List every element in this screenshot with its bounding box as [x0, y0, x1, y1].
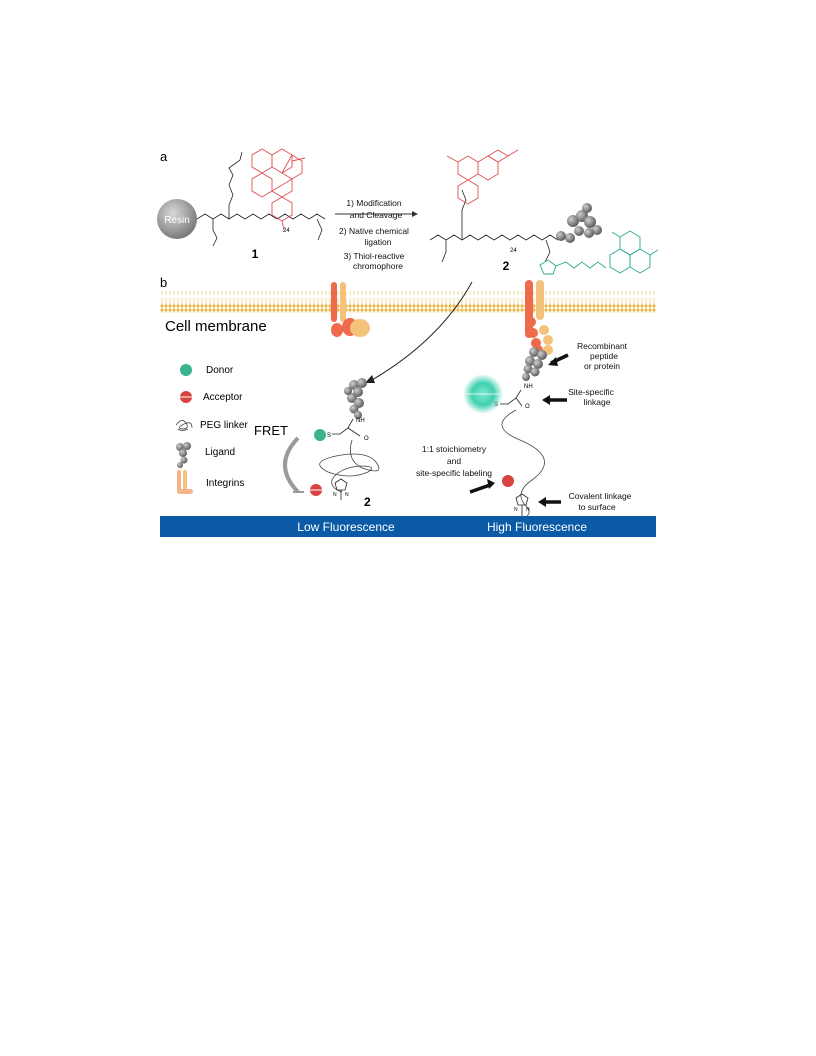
fret-arc — [283, 436, 300, 494]
cell-membrane-bilayer — [160, 291, 656, 313]
integrin-legend-icon — [177, 470, 193, 494]
legend: Donor Acceptor PEG linker Ligand Integri… — [175, 364, 248, 494]
reaction-arrowhead — [412, 211, 418, 217]
annotation-covalent: Covalent linkage — [569, 491, 632, 501]
rhodamine-dye-2 — [446, 149, 519, 205]
compound-1-structure — [196, 151, 326, 247]
transfer-arrowhead — [365, 375, 375, 383]
step-text: 3) Thiol-reactive — [344, 251, 405, 261]
svg-text:N: N — [526, 507, 530, 513]
svg-text:N: N — [345, 492, 349, 498]
fret-label: FRET — [254, 423, 288, 438]
panel-a-label: a — [160, 149, 168, 164]
cell-membrane-label: Cell membrane — [165, 318, 267, 335]
resin-bead — [157, 199, 197, 239]
reaction-steps: 1) Modification and Cleavage 2) Native c… — [339, 198, 409, 271]
annotation-stoichiometry: site-specific labeling — [416, 468, 492, 478]
svg-text:O: O — [525, 404, 530, 410]
low-fluorescence-label: Low Fluorescence — [297, 520, 395, 534]
triazole-high — [515, 493, 529, 516]
ligand-high — [522, 347, 547, 381]
o-label: O — [364, 436, 369, 442]
annotation-recombinant: peptide — [590, 351, 618, 361]
annotation-stoichiometry: 1:1 stoichiometry — [422, 444, 487, 454]
svg-text:NH: NH — [524, 384, 533, 390]
annotation-recombinant: Recombinant — [577, 341, 628, 351]
legend-donor: Donor — [206, 365, 234, 376]
donor-dot-low — [314, 429, 326, 441]
peg-linker-extended — [501, 409, 545, 521]
annotation-arrows — [469, 353, 569, 507]
peg-linker-icon — [175, 420, 193, 431]
annotation-site-specific: Site-specific — [568, 387, 615, 397]
svg-text:N: N — [514, 507, 518, 513]
integrin-membrane — [331, 282, 370, 337]
legend-integrins: Integrins — [206, 478, 244, 489]
compound-1-number: 1 — [252, 247, 259, 261]
compound-2-number: 2 — [503, 259, 510, 273]
svg-text:N: N — [333, 492, 337, 498]
high-fluorescence-label: High Fluorescence — [487, 520, 587, 534]
triazole-low — [334, 478, 348, 500]
annotation-site-specific: linkage — [584, 397, 611, 407]
peg-coil-low — [319, 439, 380, 493]
s-label: S — [327, 433, 331, 439]
donor-legend-swatch — [180, 364, 192, 376]
annotation-covalent: to surface — [578, 502, 616, 512]
acceptor-dot-high — [502, 475, 514, 487]
step-text: 2) Native chemical — [339, 226, 409, 236]
ligand-low — [344, 378, 367, 419]
ligand-legend-icon — [176, 442, 191, 468]
fluorescein-dye — [539, 230, 659, 275]
nh-label: NH — [356, 418, 365, 424]
probe-low-fluorescence: NH S O N N 2 — [310, 378, 380, 509]
probe-high-fluorescence: NH S O N N — [463, 347, 547, 521]
annotations: Recombinant peptide or protein Site-spec… — [416, 341, 632, 512]
compound-2-number-b: 2 — [364, 495, 371, 509]
rhodamine-dye-1 — [251, 148, 306, 231]
panel-a: a Resin 24 1 1) Modification — [157, 148, 659, 275]
panel-b-label: b — [160, 275, 167, 290]
annotation-recombinant: or protein — [584, 361, 620, 371]
legend-ligand: Ligand — [205, 447, 235, 458]
step-text: 1) Modification — [346, 198, 402, 208]
compound-1-subscript: 24 — [283, 228, 290, 234]
resin-label: Resin — [164, 215, 190, 226]
ligand-a — [556, 203, 602, 243]
step-text: chromophore — [353, 261, 403, 271]
compound-2-structure — [429, 189, 559, 263]
step-text: ligation — [365, 237, 392, 247]
compound-2-subscript: 24 — [510, 248, 517, 254]
transfer-arrow — [371, 281, 473, 381]
legend-acceptor: Acceptor — [203, 392, 243, 403]
annotation-stoichiometry: and — [447, 456, 461, 466]
fluorescence-bar — [160, 516, 656, 537]
legend-peg: PEG linker — [200, 420, 248, 431]
step-text: and Cleavage — [350, 210, 403, 220]
